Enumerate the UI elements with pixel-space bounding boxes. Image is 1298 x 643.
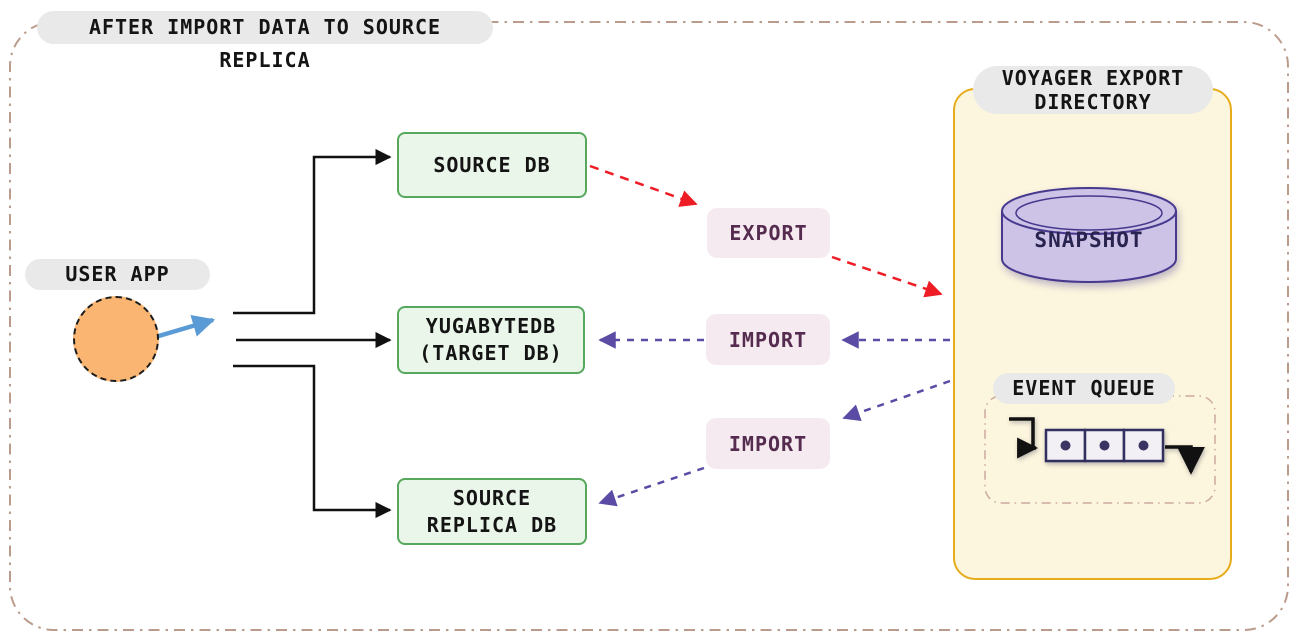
import-badge-middle: IMPORT <box>706 314 830 365</box>
user-app-icon <box>73 296 159 382</box>
voyager-title-line1: VOYAGER EXPORT <box>1001 66 1185 90</box>
source-db-label: SOURCE DB <box>433 152 551 177</box>
snapshot-label: SNAPSHOT <box>1034 228 1144 252</box>
replica-db-label-line2: REPLICA DB <box>426 512 558 537</box>
target-db-label-line1: YUGABYTEDB <box>425 314 557 338</box>
diagram-title: AFTER IMPORT DATA TO SOURCE REPLICA <box>37 11 493 72</box>
import-arrow-panel-to-badge-bottom <box>842 379 951 422</box>
voyager-export-directory-panel <box>953 88 1232 580</box>
connector-to-source-db <box>233 148 392 315</box>
voyager-title-line2: DIRECTORY <box>1034 90 1152 114</box>
import-arrow-badge-to-replica-db <box>598 466 705 507</box>
export-arrow-source-to-badge <box>589 164 698 207</box>
replica-db-label-line1: SOURCE <box>452 485 532 510</box>
target-db-node: YUGABYTEDB (TARGET DB) <box>397 306 585 374</box>
target-db-label-line2: (TARGET DB) <box>419 341 563 365</box>
user-app-label: USER APP <box>25 259 210 290</box>
user-app-arrow <box>151 314 216 341</box>
import-badge-bottom: IMPORT <box>706 418 830 469</box>
export-badge: EXPORT <box>707 208 830 258</box>
voyager-panel-title: VOYAGER EXPORT DIRECTORY <box>973 66 1213 114</box>
connector-to-replica-db <box>233 364 392 519</box>
fork-connectors <box>233 148 392 519</box>
source-db-node: SOURCE DB <box>397 132 587 198</box>
source-replica-db-node: SOURCE REPLICA DB <box>397 478 587 545</box>
event-queue-label: EVENT QUEUE <box>993 373 1175 404</box>
export-arrow-badge-to-panel <box>831 255 943 298</box>
